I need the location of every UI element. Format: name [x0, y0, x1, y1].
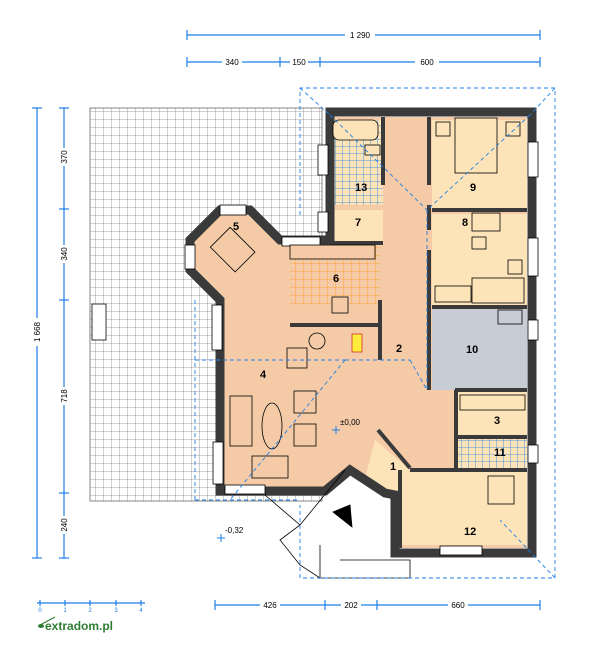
room-3-closet	[458, 392, 527, 436]
room-label-12: 12	[464, 526, 476, 538]
room-label-13: 13	[355, 182, 367, 194]
room-label-6: 6	[333, 273, 339, 285]
dim-label: 340	[225, 58, 239, 67]
room-label-1: 1	[390, 461, 396, 473]
room-label-5: 5	[233, 221, 239, 233]
room-7	[333, 210, 383, 243]
room-label-3: 3	[494, 415, 500, 427]
room-label-7: 7	[355, 217, 361, 229]
roof-outline	[194, 87, 556, 579]
dim-label: 1 290	[350, 31, 371, 40]
left-dimension-total: 1 668	[32, 107, 42, 559]
dim-label: 150	[292, 58, 306, 67]
left-dimension-segments: 370 340 718 240	[59, 107, 69, 559]
room-label-11: 11	[494, 447, 506, 459]
room-11-wc	[458, 438, 527, 469]
entrance-stairs	[264, 469, 411, 579]
room-label-4: 4	[260, 369, 267, 381]
extradom-logo: extradom.pl	[38, 616, 113, 633]
top-dimension-total: 1 290	[186, 30, 541, 40]
logo-text: extradom.pl	[45, 619, 113, 633]
dim-label: 1 668	[33, 321, 42, 342]
scale-label: 0	[38, 608, 42, 614]
level-marker-icon	[217, 534, 225, 542]
scale-bar: 0 1 2 3 4	[37, 600, 145, 614]
top-dimension-segments: 340 150 600	[186, 57, 541, 67]
scale-label: 1	[63, 608, 67, 614]
dim-label: 426	[263, 601, 277, 610]
furniture	[209, 117, 526, 505]
bottom-dimension-segments: 426 202 660	[214, 600, 541, 610]
room-label-10: 10	[466, 344, 478, 356]
dim-label: 340	[60, 247, 69, 261]
scale-label: 4	[139, 608, 143, 614]
terrace-step	[91, 303, 107, 341]
room-label-8: 8	[462, 217, 468, 229]
interior-walls	[290, 117, 527, 548]
dim-label: 718	[60, 389, 69, 403]
dim-label: 240	[60, 518, 69, 532]
dim-label: 202	[344, 601, 358, 610]
dim-label: 370	[60, 150, 69, 164]
room-label-9: 9	[470, 182, 476, 194]
logo-icon	[38, 624, 44, 628]
floor-level: ±0,00	[340, 418, 361, 427]
dim-label: 660	[451, 601, 465, 610]
room-12-office	[398, 472, 527, 545]
room-label-2: 2	[396, 343, 402, 355]
dim-label: 600	[420, 58, 434, 67]
level-marker-icon	[332, 426, 340, 434]
ground-level: -0,32	[225, 526, 244, 535]
windows	[184, 141, 539, 556]
scale-label: 2	[88, 608, 92, 614]
scale-label: 3	[114, 608, 118, 614]
